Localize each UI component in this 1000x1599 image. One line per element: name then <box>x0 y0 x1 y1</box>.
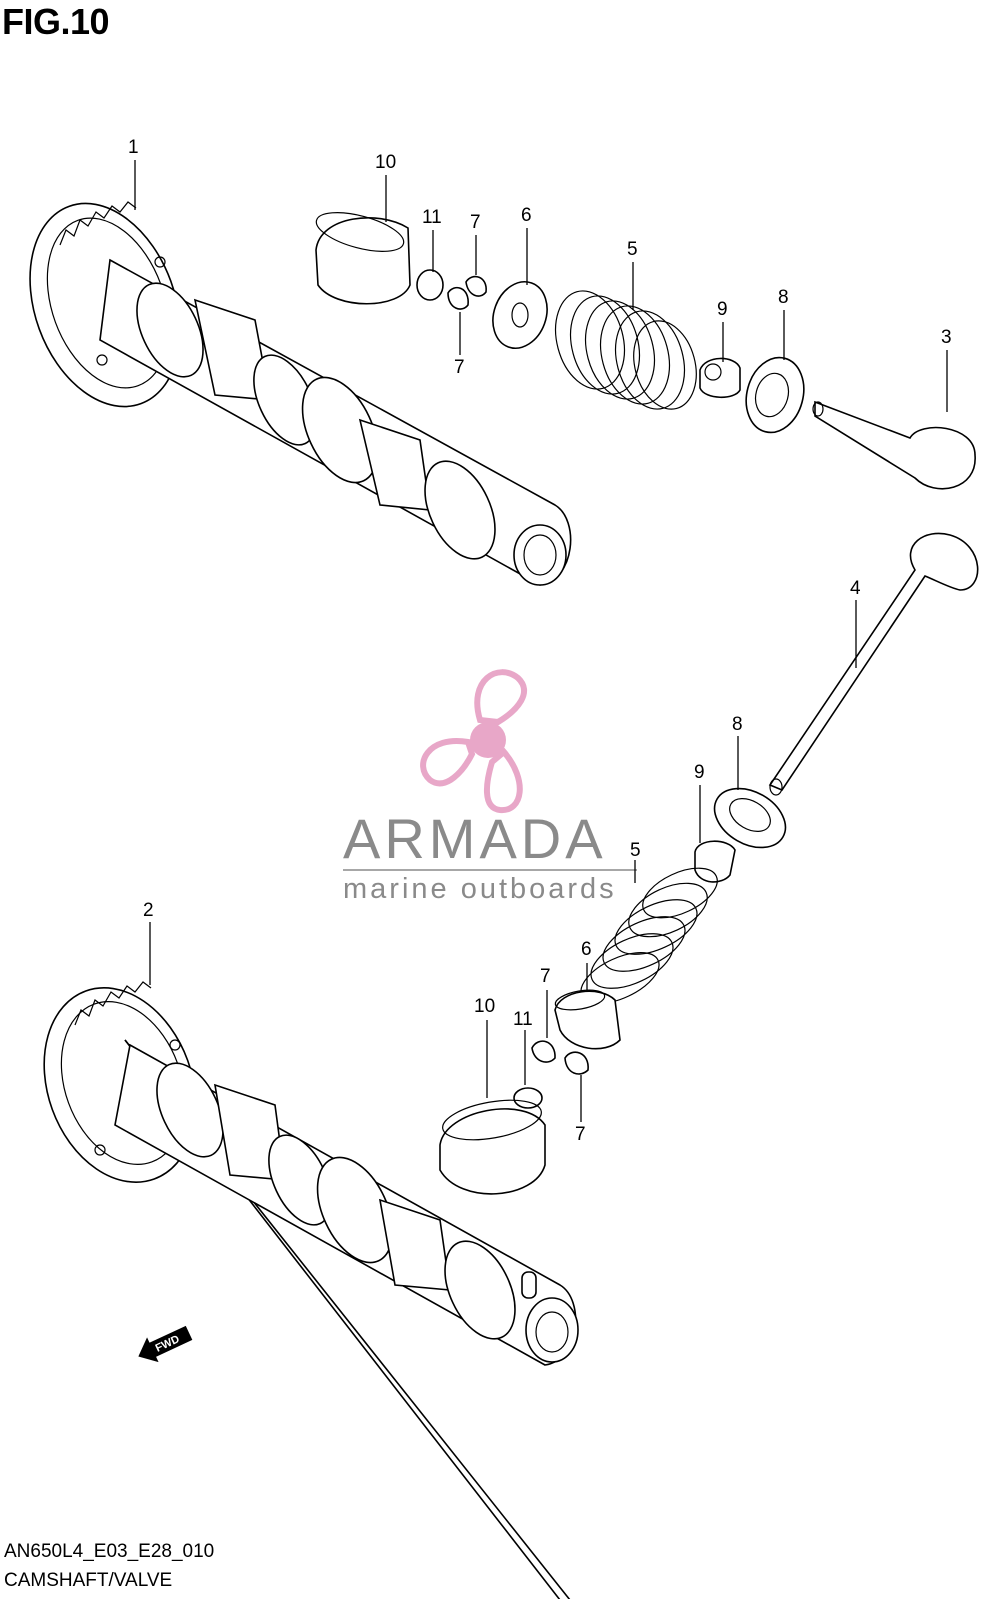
callout-6-lower: 6 <box>581 939 592 960</box>
callout-1: 1 <box>128 137 139 158</box>
diagram-name: CAMSHAFT/VALVE <box>4 1570 173 1591</box>
callout-5-upper: 5 <box>627 239 638 260</box>
callout-11-lower: 11 <box>513 1009 533 1030</box>
seal-upper <box>699 357 741 399</box>
spring-upper <box>554 290 697 410</box>
spring-lower <box>580 867 718 1004</box>
cotter-lower-b <box>564 1051 589 1075</box>
fwd-direction-badge: FWD <box>138 1325 193 1363</box>
callout-9-upper: 9 <box>717 299 728 320</box>
callout-10-upper: 10 <box>375 152 396 173</box>
callout-8-lower: 8 <box>732 714 743 735</box>
callout-3: 3 <box>941 327 952 348</box>
callout-8-upper: 8 <box>778 287 789 308</box>
figure-title: FIG.10 <box>2 1 110 42</box>
callout-9-lower: 9 <box>694 762 705 783</box>
callout-10-lower: 10 <box>474 996 495 1017</box>
fwd-label: FWD <box>154 1333 182 1354</box>
tappet-lower <box>439 1099 546 1195</box>
retainer-lower <box>554 989 621 1050</box>
callout-6-upper: 6 <box>521 205 532 226</box>
callout-7-lower-a: 7 <box>540 966 551 987</box>
seal-lower <box>694 840 736 883</box>
callout-labels: 1 10 11 7 6 5 9 8 3 7 4 8 9 5 6 7 10 11 … <box>128 137 952 1145</box>
shim-lower <box>513 1087 543 1109</box>
callout-4: 4 <box>850 578 861 599</box>
spring-seat-upper <box>745 356 805 434</box>
callout-7-upper-a: 7 <box>470 212 481 233</box>
armada-watermark: ARMADA marine outboards <box>343 669 637 905</box>
valve-intake <box>812 400 976 490</box>
spring-seat-lower <box>713 787 787 849</box>
shim-upper <box>416 269 444 301</box>
callout-2: 2 <box>143 900 154 921</box>
cotter-upper-b <box>447 286 469 310</box>
camshaft-lower <box>43 981 579 1599</box>
callout-11-upper: 11 <box>422 207 442 228</box>
diagram-code: AN650L4_E03_E28_010 <box>4 1541 215 1562</box>
cotter-upper-a <box>465 275 487 297</box>
leader-lines <box>134 160 948 1122</box>
callout-7-upper-b: 7 <box>454 357 465 378</box>
arrow-left-icon <box>138 1325 193 1363</box>
callout-7-lower-b: 7 <box>575 1124 586 1145</box>
retainer-upper <box>492 281 548 349</box>
propeller-icon <box>420 669 527 814</box>
tappet-upper <box>315 212 411 305</box>
camshaft-upper <box>29 201 572 586</box>
watermark-brand: ARMADA <box>343 807 607 870</box>
cotter-lower-a <box>531 1040 556 1063</box>
watermark-tagline: marine outboards <box>343 873 617 905</box>
valve-exhaust <box>768 532 979 796</box>
callout-5-lower: 5 <box>630 840 641 861</box>
